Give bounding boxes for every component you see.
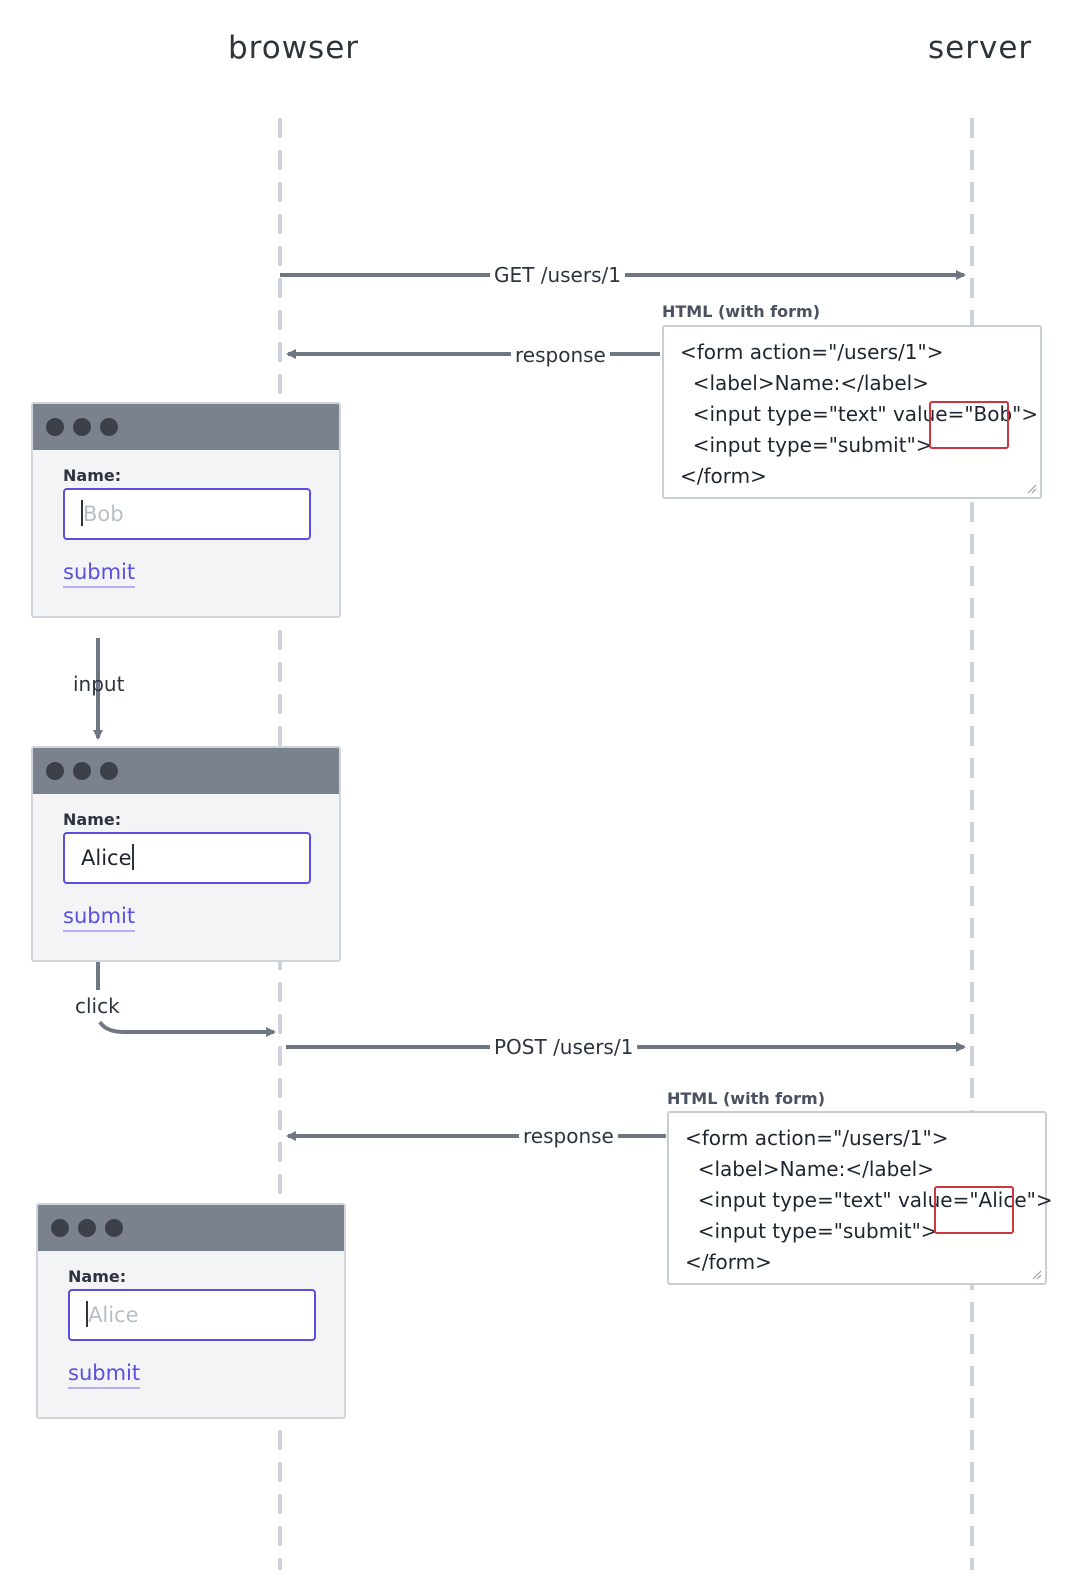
- submit-link[interactable]: submit: [68, 1360, 141, 1389]
- input-value: Bob: [83, 502, 124, 526]
- name-input[interactable]: Bob: [63, 488, 311, 540]
- name-label: Name:: [68, 1267, 127, 1286]
- html-response-panel: <form action="/users/1"> <label>Name:</l…: [662, 325, 1042, 499]
- window-control-dot-icon[interactable]: [46, 762, 64, 780]
- code-line: <label>Name:</label>: [685, 1157, 934, 1181]
- window-control-dot-icon[interactable]: [105, 1219, 123, 1237]
- get-message-label: GET /users/1: [490, 263, 625, 287]
- window-control-dot-icon[interactable]: [78, 1219, 96, 1237]
- code-line: <label>Name:</label>: [680, 371, 929, 395]
- response-message-label: response: [519, 1124, 618, 1148]
- input-transition-label: input: [73, 672, 125, 696]
- browser-window: Name: Bob submit: [31, 402, 341, 618]
- server-actor-label: server: [928, 30, 1033, 66]
- code-line: <form action="/users/1">: [680, 340, 944, 364]
- panel-caption: HTML (with form): [667, 1089, 826, 1108]
- code-line: <input type="submit">: [680, 433, 933, 457]
- window-titlebar: [38, 1205, 344, 1251]
- browser-actor-label: browser: [228, 30, 360, 66]
- post-message-label: POST /users/1: [490, 1035, 638, 1059]
- name-label: Name:: [63, 810, 122, 829]
- text-caret: [81, 500, 83, 526]
- text-caret: [86, 1301, 88, 1327]
- window-control-dot-icon[interactable]: [100, 762, 118, 780]
- window-control-dot-icon[interactable]: [73, 762, 91, 780]
- panel-caption: HTML (with form): [662, 302, 821, 321]
- code-line: <input type="text" value="Alice">: [685, 1188, 1053, 1212]
- window-control-dot-icon[interactable]: [46, 418, 64, 436]
- input-value: Alice: [81, 846, 132, 870]
- window-control-dot-icon[interactable]: [100, 418, 118, 436]
- html-response-panel: <form action="/users/1"> <label>Name:</l…: [667, 1111, 1053, 1285]
- input-value: Alice: [88, 1303, 139, 1327]
- submit-link[interactable]: submit: [63, 559, 136, 588]
- value-highlight-box: [929, 401, 1009, 449]
- response-message-label: response: [511, 343, 610, 367]
- window-titlebar: [33, 748, 339, 794]
- resize-grip-icon[interactable]: [1032, 1270, 1042, 1280]
- code-line: <input type="text" value="Bob">: [680, 402, 1039, 426]
- click-transition-label: click: [75, 994, 120, 1018]
- name-label: Name:: [63, 466, 122, 485]
- window-titlebar: [33, 404, 339, 450]
- code-line: <form action="/users/1">: [685, 1126, 949, 1150]
- browser-window: Name: Alice submit: [31, 746, 341, 962]
- resize-grip-icon[interactable]: [1027, 484, 1037, 494]
- name-input[interactable]: Alice: [63, 832, 311, 884]
- name-input[interactable]: Alice: [68, 1289, 316, 1341]
- submit-link[interactable]: submit: [63, 903, 136, 932]
- code-line: </form>: [685, 1250, 772, 1274]
- value-highlight-box: [934, 1186, 1014, 1234]
- window-control-dot-icon[interactable]: [73, 418, 91, 436]
- text-caret: [131, 844, 134, 870]
- window-control-dot-icon[interactable]: [51, 1219, 69, 1237]
- browser-window: Name: Alice submit: [36, 1203, 346, 1419]
- code-line: <input type="submit">: [685, 1219, 938, 1243]
- code-line: </form>: [680, 464, 767, 488]
